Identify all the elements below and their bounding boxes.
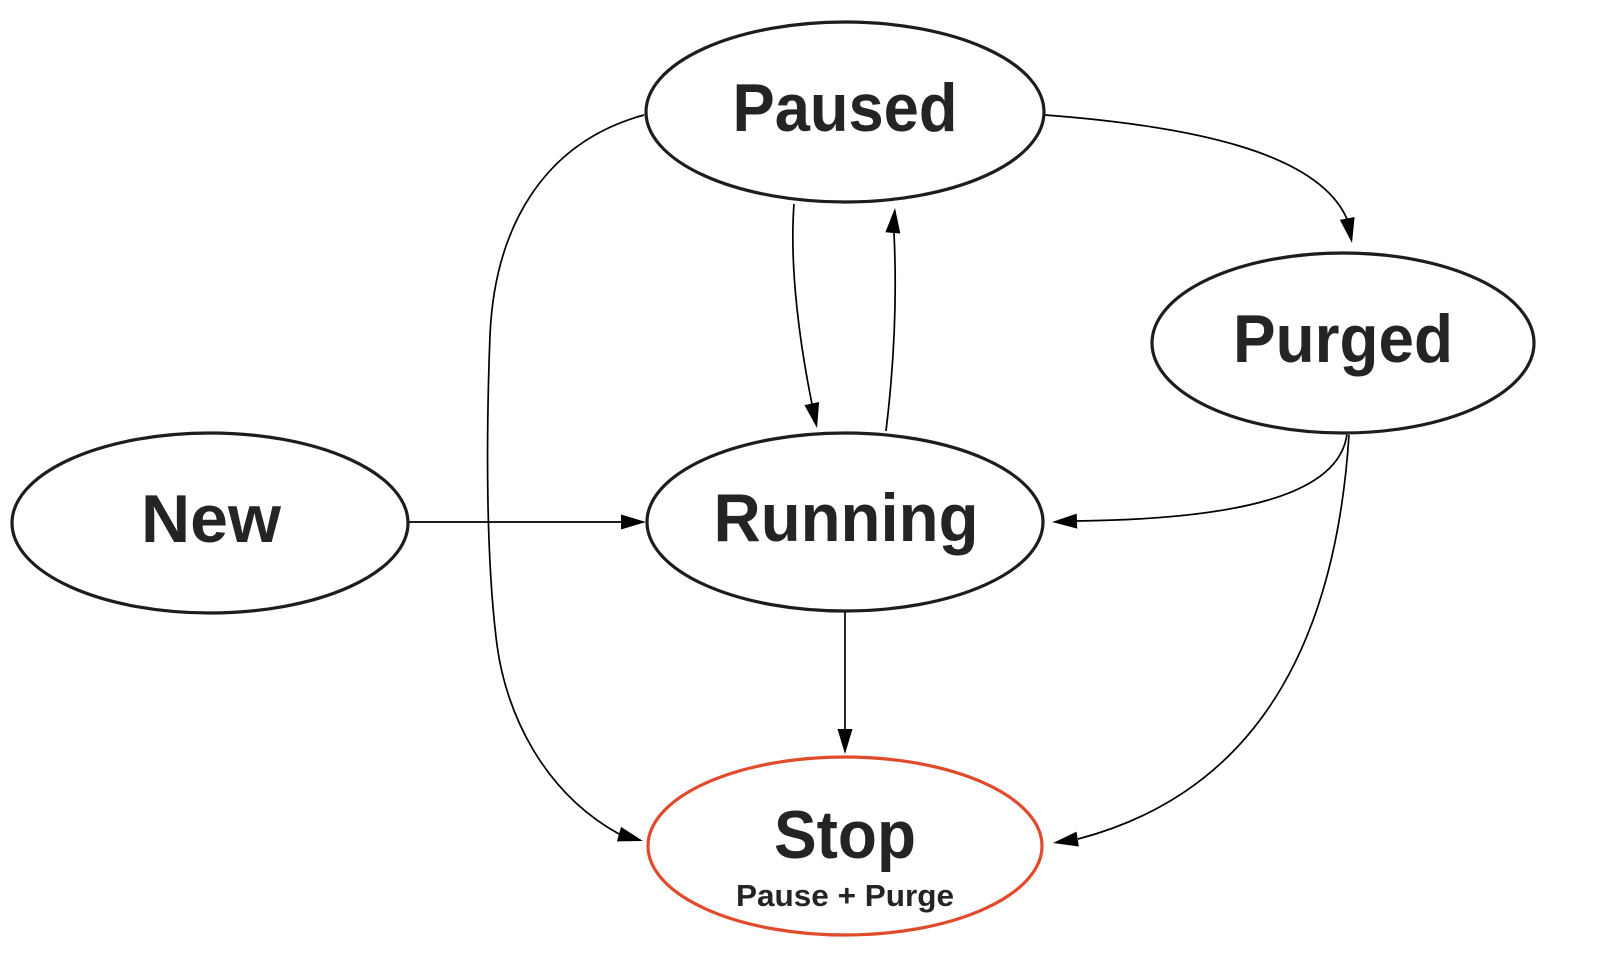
edge-lines bbox=[408, 114, 1350, 840]
arrowhead-new-to-running bbox=[621, 514, 646, 530]
node-new-ellipse bbox=[10, 431, 410, 615]
arrowhead-running-to-paused bbox=[885, 208, 901, 234]
edge-purged-to-running bbox=[1076, 433, 1348, 522]
node-purged: Purged bbox=[1150, 251, 1536, 435]
node-running-ellipse bbox=[645, 431, 1045, 613]
node-new: New bbox=[10, 431, 410, 615]
edge-paused-to-purged bbox=[1044, 114, 1348, 220]
node-stop-label: Stop bbox=[774, 797, 916, 873]
arrowhead-paused-to-stop bbox=[616, 826, 643, 842]
node-stop-sublabel: Pause + Purge bbox=[736, 878, 954, 913]
arrowhead-purged-to-stop bbox=[1053, 831, 1079, 847]
node-new-label: New bbox=[141, 481, 282, 557]
edge-purged-to-stop bbox=[1077, 434, 1350, 840]
node-purged-label: Purged bbox=[1233, 301, 1453, 377]
arrowhead-purged-to-running bbox=[1052, 513, 1078, 529]
arrowhead-paused-to-running bbox=[804, 401, 820, 428]
node-stop: Stop Pause + Purge bbox=[646, 755, 1044, 937]
node-paused: Paused bbox=[644, 20, 1046, 204]
edge-paused-to-running bbox=[792, 203, 813, 405]
arrowhead-paused-to-purged bbox=[1339, 217, 1355, 243]
node-stop-ellipse bbox=[646, 755, 1044, 937]
edge-running-to-paused bbox=[885, 232, 896, 432]
node-purged-ellipse bbox=[1150, 251, 1536, 435]
edge-paused-to-stop bbox=[486, 114, 645, 835]
arrowhead-running-to-stop bbox=[837, 729, 853, 754]
node-running: Running bbox=[645, 431, 1045, 613]
node-paused-ellipse bbox=[644, 20, 1046, 204]
node-paused-label: Paused bbox=[733, 70, 958, 146]
node-running-label: Running bbox=[714, 480, 979, 556]
edge-arrowheads bbox=[616, 208, 1355, 847]
